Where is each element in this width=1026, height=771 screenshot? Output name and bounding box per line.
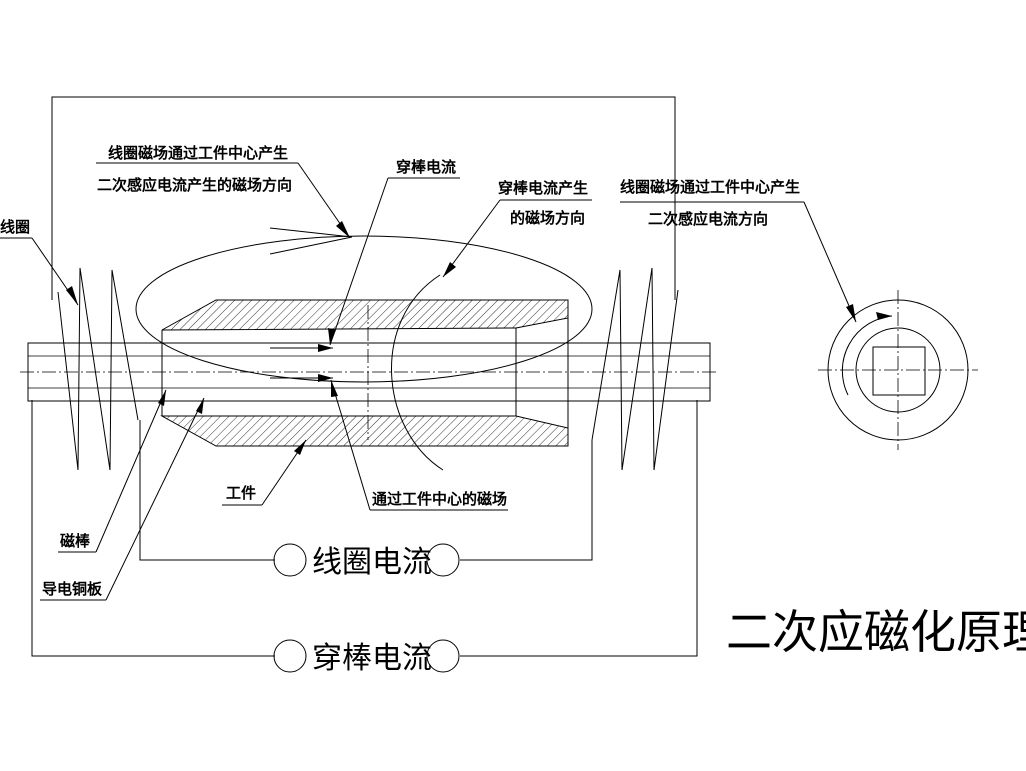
label-right-line2: 二次感应电流方向 xyxy=(648,210,768,228)
label-rod-current: 穿棒电流 xyxy=(396,158,456,176)
leader-lines xyxy=(0,162,857,601)
label-coil-current: 线圈电流 xyxy=(312,545,432,580)
magnetic-rod xyxy=(20,342,718,402)
workpiece xyxy=(160,299,569,447)
label-center-field: 通过工件中心的磁场 xyxy=(372,490,507,508)
label-rod-field-line1: 穿棒电流产生 xyxy=(498,179,588,197)
rod-circuit-loop xyxy=(31,400,698,657)
label-coil-field-line1: 线圈磁场通过工件中心产生 xyxy=(108,144,288,162)
current-arrows xyxy=(269,227,353,382)
coil-winding-right xyxy=(591,267,679,471)
label-right-line1: 线圈磁场通过工件中心产生 xyxy=(620,178,800,196)
coil-winding-left xyxy=(57,267,139,471)
coil-current-loop xyxy=(139,420,593,561)
coil-field-ellipse xyxy=(135,235,593,383)
rod-field-arc xyxy=(391,274,444,471)
label-workpiece: 工件 xyxy=(226,484,256,502)
label-coil: 线圈 xyxy=(0,218,30,236)
coil-circuit-frame xyxy=(51,96,676,300)
terminals xyxy=(273,543,460,673)
label-magnetic-rod: 磁棒 xyxy=(60,532,91,550)
label-rod-field-line2: 的磁场方向 xyxy=(510,209,585,227)
cross-section-view xyxy=(818,290,978,450)
label-copper-plate: 导电铜板 xyxy=(42,580,103,598)
diagram-title: 二次应磁化原理图 xyxy=(726,605,1026,659)
label-coil-field-line2: 二次感应电流产生的磁场方向 xyxy=(97,176,292,194)
label-rod-current-big: 穿棒电流 xyxy=(312,641,432,676)
